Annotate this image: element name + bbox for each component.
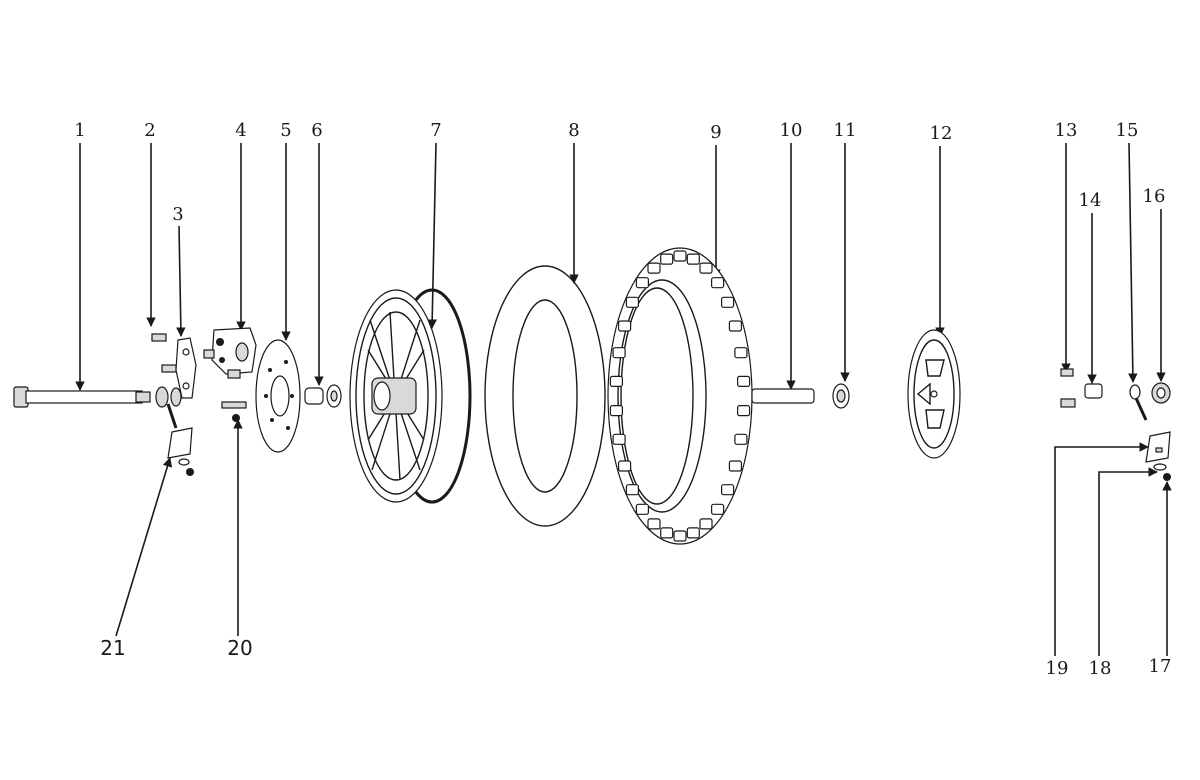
tread-block [609, 375, 624, 387]
brake-caliper [203, 327, 257, 379]
inner-tube [484, 265, 606, 527]
tread-block [673, 250, 687, 262]
chain-adjuster-left [166, 403, 194, 476]
sprocket-cover [907, 329, 961, 459]
leader-3 [176, 225, 186, 337]
tread-block [625, 296, 640, 308]
axle [13, 386, 151, 408]
leader-18 [1098, 467, 1158, 656]
callout-labels: 1 2 3 4 5 6 7 8 9 10 11 12 13 14 15 16 1… [74, 120, 1171, 679]
caliper-bracket [155, 337, 197, 408]
tread-block [647, 518, 661, 530]
axle-nut [1151, 382, 1171, 404]
bolts-13 [1060, 368, 1076, 408]
nut-17-washer-18 [1153, 463, 1171, 481]
tread-block [710, 503, 725, 515]
tread-block [660, 527, 674, 539]
callout-15: 15 [1116, 120, 1139, 141]
callout-3: 3 [172, 204, 183, 225]
tread-block [686, 527, 700, 539]
leader-7 [427, 142, 437, 329]
tread-block [734, 347, 748, 359]
tire [607, 247, 753, 545]
callout-19: 19 [1046, 658, 1069, 679]
callout-9: 9 [710, 122, 721, 143]
callout-17: 17 [1149, 656, 1172, 677]
spacer-bearing [304, 384, 342, 408]
callout-4: 4 [235, 120, 246, 141]
callout-21: 21 [100, 636, 125, 660]
tread-block [728, 320, 743, 332]
leader-lines [75, 142, 1172, 656]
tread-block [686, 253, 700, 265]
callout-13: 13 [1055, 120, 1078, 141]
bolts-2 [151, 333, 177, 373]
tread-block [699, 262, 713, 274]
callout-20: 20 [227, 636, 252, 660]
tread-block [612, 347, 626, 359]
callout-2: 2 [144, 120, 155, 141]
leader-15 [1128, 142, 1138, 383]
brake-disc [255, 339, 301, 453]
tread-block [699, 518, 713, 530]
leader-21 [115, 457, 173, 637]
callout-16: 16 [1143, 186, 1166, 207]
tread-block [635, 277, 650, 289]
callout-6: 6 [311, 120, 322, 141]
callout-18: 18 [1089, 658, 1112, 679]
adjuster-bolt [1129, 384, 1148, 421]
callout-12: 12 [930, 123, 953, 144]
axle-spacer [751, 388, 815, 404]
tread-block [734, 433, 748, 445]
tread-block [647, 262, 661, 274]
tread-block [710, 277, 725, 289]
tread-block [612, 433, 626, 445]
tread-block [736, 405, 751, 417]
spacer-14 [1084, 383, 1103, 399]
callout-11: 11 [834, 120, 857, 141]
callout-7: 7 [430, 120, 441, 141]
tread-block [609, 405, 624, 417]
tread-block [617, 460, 632, 472]
chain-adjuster-right [1145, 431, 1171, 463]
tread-block [660, 253, 674, 265]
callout-10: 10 [780, 120, 803, 141]
tread-block [728, 460, 743, 472]
tread-block [720, 296, 735, 308]
leader-19 [1054, 442, 1149, 656]
tread-block [736, 375, 751, 387]
callout-8: 8 [568, 120, 579, 141]
wheel-rim [349, 288, 472, 504]
tread-block [625, 484, 640, 496]
tread-block [673, 530, 687, 542]
tire-tread-blocks [609, 250, 751, 542]
tread-block [635, 503, 650, 515]
tread-block [720, 484, 735, 496]
callout-14: 14 [1079, 190, 1102, 211]
tread-block [617, 320, 632, 332]
callout-1: 1 [74, 120, 85, 141]
callout-5: 5 [280, 120, 291, 141]
bearing-11 [832, 383, 850, 409]
valve-20 [221, 401, 247, 422]
